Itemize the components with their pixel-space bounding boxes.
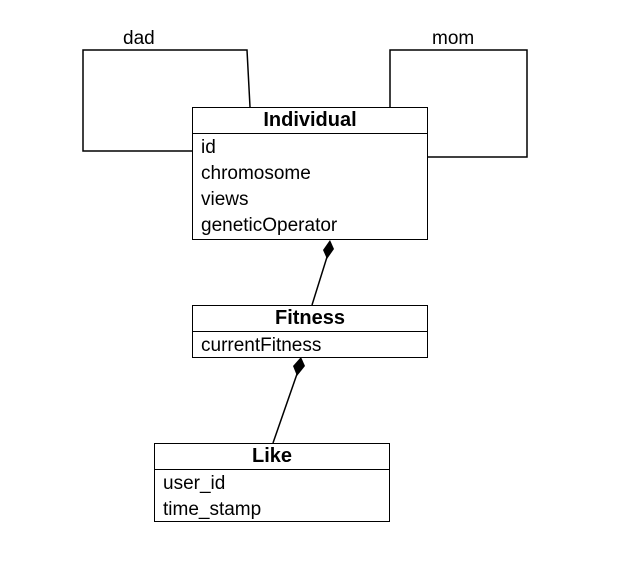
attribute-chromosome: chromosome — [201, 163, 311, 184]
fitness-attributes: currentFitness — [193, 332, 427, 359]
attribute-time-stamp: time_stamp — [163, 499, 262, 520]
dad-association-line — [82, 49, 251, 152]
like-class: Like user_id time_stamp — [154, 443, 390, 522]
mom-role-label: mom — [432, 28, 475, 49]
attribute-views: views — [201, 189, 249, 210]
like-class-name: Like — [155, 444, 389, 470]
attribute-current-fitness: currentFitness — [201, 335, 322, 356]
like-attributes: user_id time_stamp — [155, 470, 389, 523]
attribute-id: id — [201, 137, 216, 158]
fitness-class-name: Fitness — [193, 306, 427, 332]
fitness-like-composition-diamond — [293, 357, 305, 376]
individual-class-name: Individual — [193, 108, 427, 134]
fitness-like-composition-line — [272, 373, 298, 444]
individual-fitness-composition-diamond — [323, 240, 334, 259]
attribute-user-id: user_id — [163, 473, 226, 494]
attribute-genetic-operator: geneticOperator — [201, 215, 338, 236]
mom-association-line — [389, 49, 528, 158]
individual-fitness-composition-line — [311, 256, 328, 306]
individual-class: Individual id chromosome views geneticOp… — [192, 107, 428, 240]
fitness-class: Fitness currentFitness — [192, 305, 428, 358]
individual-attributes: id chromosome views geneticOperator — [193, 134, 427, 239]
dad-role-label: dad — [123, 28, 155, 49]
